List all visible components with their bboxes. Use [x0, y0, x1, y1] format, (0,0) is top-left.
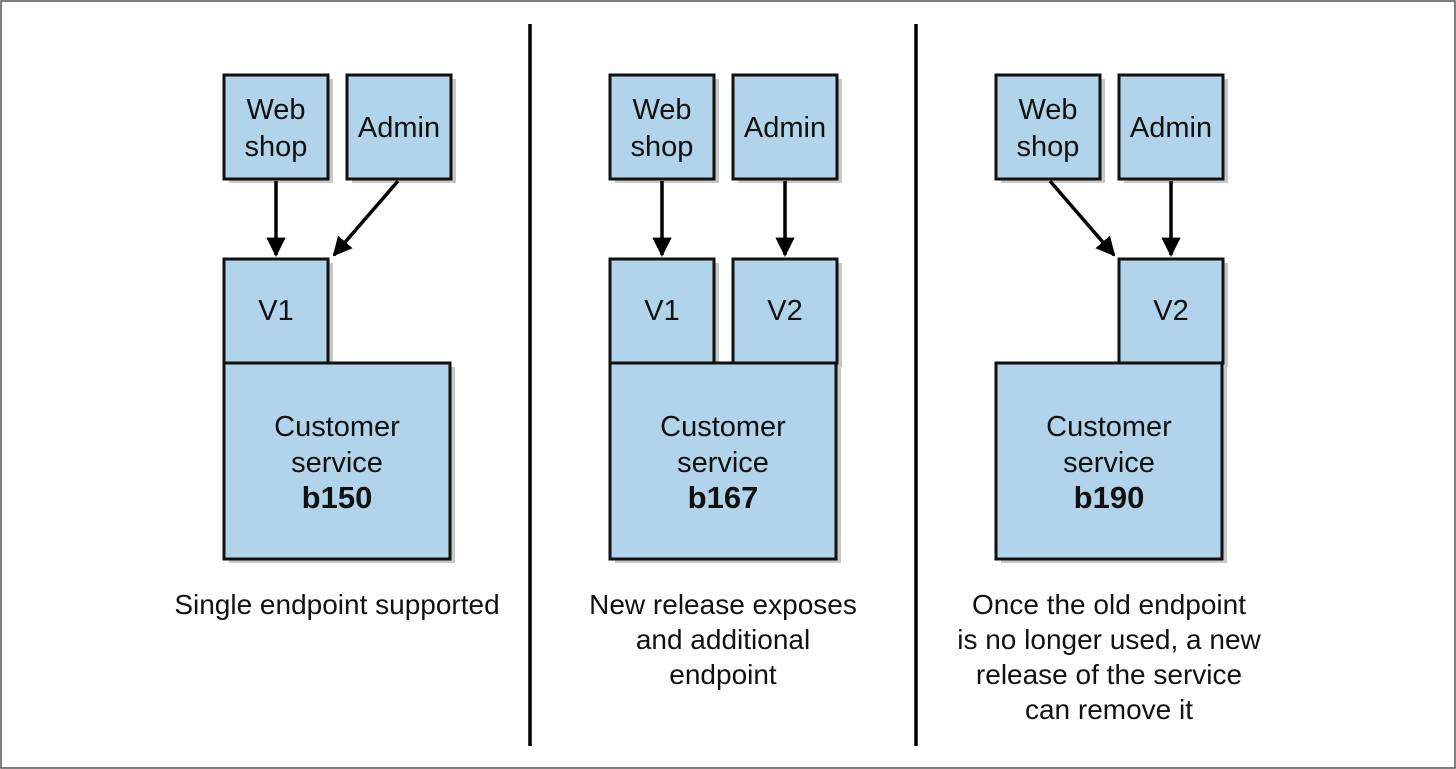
webshop-label-line1: Web	[1018, 94, 1077, 126]
webshop-label-line2: shop	[245, 131, 308, 163]
customer-service-box: Customer service b190	[994, 361, 1224, 561]
endpoint-label: V1	[644, 295, 679, 327]
panel-2: Web shop Admin V1 V2 Customer service b1…	[589, 73, 857, 690]
caption-line: endpoint	[669, 659, 777, 690]
endpoint-label: V1	[258, 295, 293, 327]
webshop-client-box: Web shop	[222, 73, 330, 181]
webshop-label-line2: shop	[631, 131, 694, 163]
webshop-label-line2: shop	[1017, 131, 1080, 163]
arrow-admin-to-v1	[332, 179, 400, 257]
caption-line: and additional	[636, 624, 810, 655]
service-label-line1: Customer	[1046, 411, 1172, 443]
service-label-line2: service	[1063, 447, 1155, 479]
admin-client-box: Admin	[731, 73, 839, 181]
endpoint-label: V2	[1153, 295, 1188, 327]
admin-label: Admin	[358, 112, 440, 144]
admin-label: Admin	[744, 112, 826, 144]
service-build-label: b190	[1074, 480, 1145, 515]
arrow-webshop-to-v2	[1048, 179, 1116, 257]
admin-client-box: Admin	[1117, 73, 1225, 181]
service-build-label: b150	[302, 480, 373, 515]
caption-line: can remove it	[1025, 694, 1193, 725]
webshop-label-line1: Web	[246, 94, 305, 126]
caption-line: New release exposes	[589, 589, 857, 620]
service-build-label: b167	[688, 480, 759, 515]
panel-3: Web shop Admin V2 Customer service b190 …	[957, 73, 1262, 725]
endpoint-v2-box: V2	[731, 257, 839, 365]
webshop-label-line1: Web	[632, 94, 691, 126]
service-label-line2: service	[677, 447, 769, 479]
endpoint-v1-box: V1	[608, 257, 716, 365]
admin-client-box: Admin	[345, 73, 453, 181]
admin-label: Admin	[1130, 112, 1212, 144]
endpoint-v2-box: V2	[1117, 257, 1225, 365]
service-label-line2: service	[291, 447, 383, 479]
service-label-line1: Customer	[660, 411, 786, 443]
service-label-line1: Customer	[274, 411, 400, 443]
caption-line: Single endpoint supported	[174, 589, 499, 620]
customer-service-box: Customer service b150	[222, 361, 452, 561]
caption-line: Once the old endpoint	[972, 589, 1246, 620]
webshop-client-box: Web shop	[994, 73, 1102, 181]
endpoint-v1-box: V1	[222, 257, 330, 365]
customer-service-box: Customer service b167	[608, 361, 838, 561]
panel-1: Web shop Admin V1 Customer service b150 …	[174, 73, 500, 620]
endpoint-label: V2	[767, 295, 802, 327]
caption-line: is no longer used, a new	[957, 624, 1261, 655]
webshop-client-box: Web shop	[608, 73, 716, 181]
caption-line: release of the service	[976, 659, 1242, 690]
